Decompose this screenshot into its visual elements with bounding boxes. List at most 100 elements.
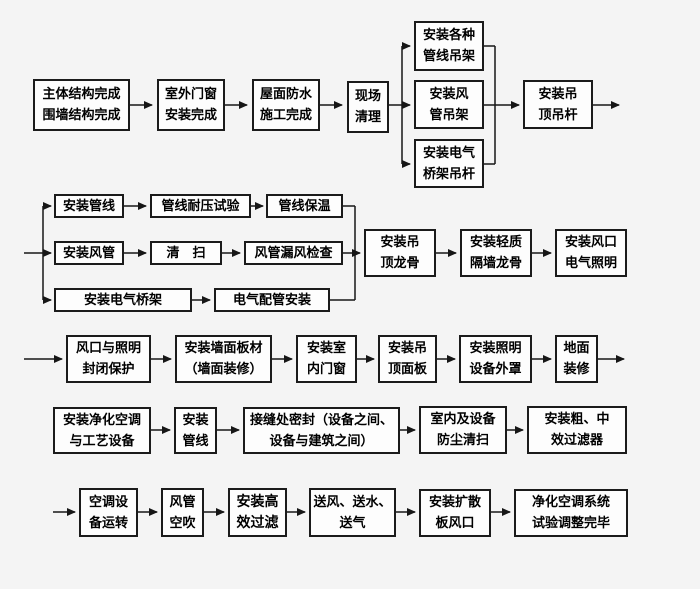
node-electrical-conduit: 电气配管安装 <box>214 288 330 312</box>
node-label-line: 安装电气桥架 <box>83 292 162 308</box>
node-roof-waterproofing: 屋面防水 施工完成 <box>252 79 320 131</box>
node-duct-cleaning: 清 扫 <box>150 241 222 265</box>
node-install-hvac-equipment: 安装净化空调 与工艺设备 <box>53 407 151 454</box>
node-label-line: 安装轻质 <box>469 235 522 250</box>
node-label-line: 管线吊架 <box>422 49 475 64</box>
node-label-line: 管吊架 <box>429 107 469 123</box>
node-install-duct-hangers: 安装风 管吊架 <box>414 80 484 129</box>
node-label-line: 试验调整完毕 <box>531 516 610 531</box>
node-install-pipeline-hangers: 安装各种 管线吊架 <box>414 21 484 71</box>
node-label-line: 隔墙龙骨 <box>469 256 522 271</box>
node-install-hepa-filter: 安装高 效过滤 <box>228 488 287 537</box>
node-label-line: 安装管线 <box>62 198 115 214</box>
node-label-line: 顶面板 <box>387 362 427 377</box>
node-label-line: 清 扫 <box>166 245 206 261</box>
node-label-line: 围墙结构完成 <box>42 108 121 123</box>
node-label-line: 装修 <box>563 362 590 377</box>
node-label-line: 屋面防水 <box>259 87 312 102</box>
node-label-line: 室外门窗 <box>164 87 217 102</box>
node-label-line: 清理 <box>354 110 381 125</box>
node-label-line: 施工完成 <box>259 108 312 123</box>
node-install-ceiling-rods: 安装吊 顶吊杆 <box>523 80 593 129</box>
node-install-pipelines: 安装管线 <box>54 194 124 218</box>
node-install-cable-trays: 安装电气桥架 <box>54 288 192 312</box>
node-label-line: 主体结构完成 <box>42 87 121 102</box>
node-dust-cleaning: 室内及设备 防尘清扫 <box>419 406 507 454</box>
node-label-line: 送风、送水、 <box>313 494 392 510</box>
node-label-line: 安装高 <box>236 493 279 510</box>
node-install-cable-tray-rods: 安装电气 桥架吊杆 <box>414 139 484 188</box>
node-label-line: 净化空调系统 <box>531 495 610 510</box>
node-label-line: 安装完成 <box>164 108 217 123</box>
node-label-line: 与工艺设备 <box>69 433 135 449</box>
node-install-ceiling-keel: 安装吊 顶龙骨 <box>364 229 436 277</box>
node-diffuser-outlets: 安装扩散 板风口 <box>419 489 491 537</box>
node-label-line: 接缝处密封（设备之间、 <box>249 412 393 428</box>
node-label-line: 备运转 <box>88 515 128 531</box>
node-exterior-doors-windows: 室外门窗 安装完成 <box>157 79 225 131</box>
node-label-line: 管线耐压试验 <box>161 198 240 214</box>
node-label-line: 风口与照明 <box>75 341 141 356</box>
node-label-line: 内门窗 <box>306 362 346 377</box>
node-label-line: 管线保温 <box>278 198 331 214</box>
node-wall-panels: 安装墙面板材 （墙面装修） <box>175 335 272 383</box>
node-install-pipelines-2: 安装 管线 <box>174 407 217 454</box>
node-label-line: （墙面装修） <box>184 362 263 377</box>
node-main-structure-complete: 主体结构完成 围墙结构完成 <box>33 79 130 131</box>
node-label-line: 风管漏风检查 <box>254 245 333 261</box>
node-lightweight-partition-keel: 安装轻质 隔墙龙骨 <box>460 229 532 277</box>
node-label-line: 空调设 <box>88 494 128 510</box>
node-install-ducts: 安装风管 <box>54 241 124 265</box>
node-ac-equipment-running: 空调设 备运转 <box>79 488 138 537</box>
node-install-outlets-lighting: 安装风口 电气照明 <box>555 229 627 277</box>
node-interior-doors-windows: 安装室 内门窗 <box>296 335 357 383</box>
node-ceiling-panels: 安装吊 顶面板 <box>378 335 437 383</box>
node-label-line: 安装吊 <box>380 235 420 250</box>
node-duct-air-blowing: 风管 空吹 <box>161 488 204 537</box>
node-label-line: 效过滤器 <box>550 433 603 448</box>
node-label-line: 桥架吊杆 <box>422 166 475 182</box>
node-label-line: 防尘清扫 <box>436 433 489 448</box>
node-label-line: 电气配管安装 <box>232 292 311 308</box>
node-joint-sealing: 接缝处密封（设备之间、 设备与建筑之间） <box>243 407 400 454</box>
node-label-line: 安装风 <box>429 86 469 102</box>
node-label-line: 风管 <box>169 494 196 510</box>
node-pipeline-insulation: 管线保温 <box>266 194 343 218</box>
node-label-line: 管线 <box>182 433 209 449</box>
node-label-line: 设备外罩 <box>469 362 522 377</box>
node-label-line: 地面 <box>563 341 590 356</box>
node-label-line: 顶吊杆 <box>538 107 578 123</box>
node-label-line: 安装扩散 <box>428 495 481 510</box>
node-outlet-lighting-protection: 风口与照明 封闭保护 <box>66 335 151 383</box>
node-lighting-covers: 安装照明 设备外罩 <box>459 335 532 383</box>
node-label-line: 效过滤 <box>236 514 279 531</box>
node-pipeline-pressure-test: 管线耐压试验 <box>150 194 251 218</box>
node-label-line: 送气 <box>339 515 366 531</box>
node-air-water-gas-supply: 送风、送水、 送气 <box>309 488 396 537</box>
node-label-line: 安装净化空调 <box>62 412 141 428</box>
node-label-line: 板风口 <box>435 516 475 531</box>
node-label-line: 现场 <box>354 89 381 104</box>
node-label-line: 安装各种 <box>422 28 475 43</box>
node-site-cleanup: 现场 清理 <box>347 81 389 133</box>
node-coarse-medium-filters: 安装粗、中 效过滤器 <box>527 406 627 454</box>
node-label-line: 室内及设备 <box>430 412 496 427</box>
node-floor-finishing: 地面 装修 <box>555 335 598 383</box>
node-label-line: 设备与建筑之间） <box>269 433 374 449</box>
node-label-line: 安装 <box>182 412 209 428</box>
node-label-line: 封闭保护 <box>82 362 135 377</box>
node-label-line: 安装电气 <box>422 145 475 161</box>
node-label-line: 顶龙骨 <box>380 256 420 271</box>
node-label-line: 安装风口 <box>564 235 617 250</box>
node-system-test-complete: 净化空调系统 试验调整完毕 <box>514 489 628 537</box>
node-label-line: 安装照明 <box>469 341 522 356</box>
node-duct-leak-test: 风管漏风检查 <box>244 241 343 265</box>
node-label-line: 安装粗、中 <box>544 412 610 427</box>
node-label-line: 安装风管 <box>62 245 115 261</box>
node-label-line: 安装室 <box>306 341 346 356</box>
node-label-line: 电气照明 <box>564 256 617 271</box>
node-label-line: 安装墙面板材 <box>184 341 263 356</box>
node-label-line: 安装吊 <box>387 341 427 356</box>
node-label-line: 安装吊 <box>538 86 578 102</box>
